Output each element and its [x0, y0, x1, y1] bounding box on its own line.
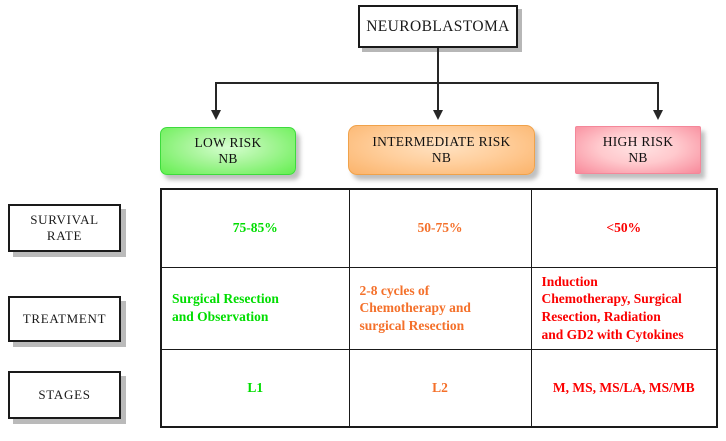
- cell-treatment-high: Induction Chemotherapy, Surgical Resecti…: [530, 266, 718, 350]
- cell-treatment-intermediate: 2-8 cycles of Chemotherapy and surgical …: [348, 266, 532, 350]
- cell-treatment-high-line3: Resection, Radiation: [541, 309, 661, 324]
- cell-treatment-intermediate-line3: surgical Resection: [359, 317, 465, 333]
- arrowhead-high-icon: [653, 110, 663, 120]
- cell-survival-intermediate: 50-75%: [348, 188, 532, 268]
- connector-branch-low: [215, 82, 217, 110]
- connector-branch-intermediate: [437, 82, 439, 110]
- row-label-survival-line1: SURVIVAL: [30, 211, 99, 227]
- connector-branch-high: [657, 82, 659, 110]
- connector-stem-vertical: [437, 48, 439, 83]
- cell-stages-high-value: M, MS, MS/LA, MS/MB: [552, 379, 695, 395]
- cell-treatment-high-line1: Induction: [541, 273, 598, 289]
- table-row-stages: L1 L2 M, MS, MS/LA, MS/MB: [160, 348, 718, 428]
- cell-survival-intermediate-value: 50-75%: [417, 220, 463, 236]
- risk-box-low-line1: LOW RISK: [194, 135, 262, 151]
- cell-stages-low: L1: [160, 348, 350, 428]
- cell-stages-intermediate-value: L2: [432, 379, 448, 395]
- row-label-treatment-line1: TREATMENT: [22, 310, 107, 326]
- risk-box-intermediate: INTERMEDIATE RISK NB: [348, 125, 535, 175]
- cell-treatment-low-line1: Surgical Resection: [172, 291, 279, 307]
- table-row-survival-rate: 75-85% 50-75% <50%: [160, 188, 718, 268]
- risk-matrix-table: 75-85% 50-75% <50% Surgical Resection an…: [160, 188, 718, 428]
- cell-survival-low: 75-85%: [160, 188, 350, 268]
- cell-treatment-high-line4: and GD2 with Cytokines: [541, 326, 684, 342]
- risk-box-intermediate-line2: NB: [431, 150, 452, 165]
- row-label-survival-line2: RATE: [46, 228, 83, 243]
- cell-treatment-low-line2: and Observation: [172, 309, 269, 324]
- risk-box-low: LOW RISK NB: [160, 127, 296, 175]
- risk-box-intermediate-line1: INTERMEDIATE RISK: [372, 134, 511, 150]
- risk-box-high-line2: NB: [628, 150, 648, 165]
- row-label-stages-line1: STAGES: [38, 386, 91, 402]
- arrowhead-intermediate-icon: [433, 110, 443, 120]
- risk-box-high-line1: HIGH RISK: [602, 134, 674, 150]
- arrowhead-low-icon: [211, 110, 221, 120]
- cell-survival-high-value: <50%: [606, 220, 642, 236]
- cell-survival-high: <50%: [530, 188, 718, 268]
- cell-treatment-intermediate-line2: Chemotherapy and: [359, 300, 471, 316]
- cell-treatment-intermediate-line1: 2-8 cycles of: [359, 282, 430, 298]
- risk-box-low-line2: NB: [218, 151, 238, 166]
- root-node-neuroblastoma: NEUROBLASTOMA: [358, 5, 518, 48]
- row-label-treatment: TREATMENT: [8, 296, 121, 342]
- cell-treatment-low: Surgical Resection and Observation: [160, 266, 350, 350]
- cell-stages-intermediate: L2: [348, 348, 532, 428]
- cell-stages-low-value: L1: [247, 379, 264, 395]
- table-row-treatment: Surgical Resection and Observation 2-8 c…: [160, 266, 718, 350]
- root-node-label: NEUROBLASTOMA: [366, 17, 510, 35]
- cell-survival-low-value: 75-85%: [232, 220, 278, 236]
- cell-treatment-high-line2: Chemotherapy, Surgical: [541, 291, 682, 307]
- cell-stages-high: M, MS, MS/LA, MS/MB: [530, 348, 718, 428]
- row-label-stages: STAGES: [8, 371, 121, 419]
- risk-box-high: HIGH RISK NB: [575, 126, 701, 174]
- row-label-survival-rate: SURVIVAL RATE: [8, 204, 121, 252]
